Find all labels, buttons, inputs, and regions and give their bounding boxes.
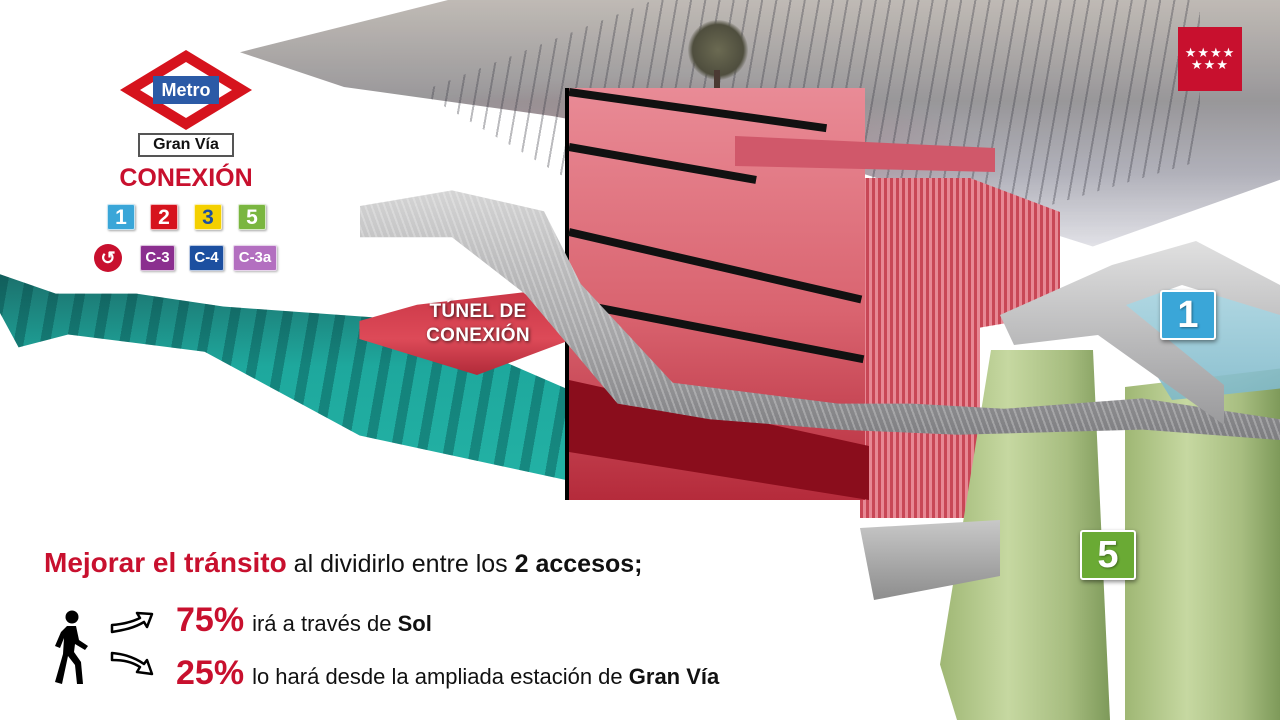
tunnel-label: TÚNEL DE CONEXIÓN [408, 300, 548, 348]
tunnel-label-line1: TÚNEL DE [429, 301, 527, 322]
headline-emphasis: Mejorar el tránsito [44, 547, 287, 578]
caption-headline: Mejorar el tránsito al dividirlo entre l… [44, 545, 643, 582]
cercanias-c3a-badge: C-3a [233, 245, 277, 271]
metro-logo-text: Metro [153, 76, 219, 104]
tree-trunk [714, 70, 720, 100]
stars-icon: ★★★ [1191, 57, 1229, 72]
comunidad-madrid-logo: ★★★★ ★★★ [1178, 27, 1242, 91]
headline-text: al dividirlo entre los [286, 550, 515, 578]
line1-platform-badge: 1 [1160, 290, 1216, 340]
cercanias-c4-badge: C-4 [189, 245, 224, 271]
metro-line-3-badge: 3 [194, 204, 222, 230]
stat-text: lo hará desde la ampliada estación de [252, 664, 629, 689]
floor-slab [568, 88, 828, 133]
metro-line-5-badge: 5 [238, 204, 266, 230]
stars-icon: ★★★★ [1184, 45, 1236, 60]
metro-line-1-badge: 1 [107, 204, 135, 230]
cercanias-c3-badge: C-3 [140, 245, 175, 271]
metro-logo: Metro [120, 50, 252, 130]
station-name: Gran Vía [138, 133, 234, 157]
stat-text: irá a través de [252, 611, 398, 636]
floor-slab [568, 143, 757, 184]
stat-percent: 75% [176, 601, 245, 639]
tunnel-label-line2: CONEXIÓN [426, 325, 530, 346]
stat-row-sol: 75% irá a través de Sol [176, 600, 432, 644]
headline-bold: 2 accesos; [514, 550, 643, 578]
floor-slab [568, 228, 863, 304]
stat-destination: Gran Vía [628, 664, 720, 689]
stat-percent: 25% [176, 654, 245, 692]
walking-person-icon [55, 610, 88, 684]
arrow-up-right-icon [110, 611, 154, 634]
cercanias-icon: ↺ [94, 244, 122, 272]
line5-platform-badge: 5 [1080, 530, 1136, 580]
metro-line-2-badge: 2 [150, 204, 178, 230]
stat-destination: Sol [397, 611, 432, 636]
connections-title: CONEXIÓN [119, 164, 253, 192]
stat-row-gran-via: 25% lo hará desde la ampliada estación de… [176, 653, 719, 697]
arrow-down-right-icon [110, 651, 154, 676]
